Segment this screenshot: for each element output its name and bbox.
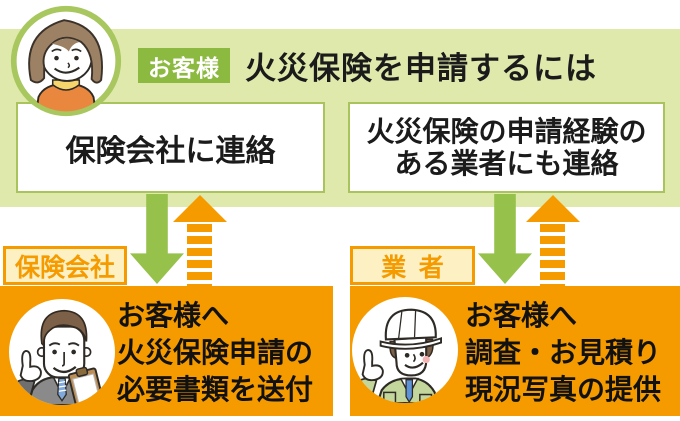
insurer-tag-label: 保険会社 (14, 253, 115, 282)
contractor-panel-line: お客様へ (465, 300, 578, 331)
insurer-panel-text: お客様へ 火災保険申請の 必要書類を送付 (117, 297, 313, 408)
insurer-tag: 保険会社 (3, 246, 127, 285)
contractor-panel-line: 調査・お見積り (465, 337, 662, 368)
insurer-panel-line: 火災保険申請の (117, 337, 314, 368)
businessman-icon (9, 299, 115, 405)
step-box-contact-insurer-label: 保険会社に連絡 (65, 134, 276, 168)
green-down-arrow-icon (478, 194, 532, 284)
customer-tag: お客様 (138, 48, 230, 83)
contractor-tag: 業者 (350, 246, 475, 285)
orange-dashed-up-arrow-shaft (540, 224, 565, 287)
woman-customer-icon (9, 4, 123, 118)
construction-worker-icon (352, 297, 458, 403)
customer-tag-label: お客様 (148, 54, 220, 81)
step-box-contact-contractor: 火災保険の申請経験の ある業者にも連絡 (348, 102, 665, 193)
step-box-contact-insurer: 保険会社に連絡 (16, 102, 325, 193)
orange-dashed-up-arrow-shaft (187, 224, 212, 287)
insurer-panel-line: お客様へ (117, 300, 230, 331)
green-down-arrow-icon (130, 194, 184, 284)
step-box-contact-contractor-line1: 火災保険の申請経験の (366, 115, 647, 147)
page-title: 火災保険を申請するには (245, 50, 597, 86)
contractor-tag-label: 業者 (381, 253, 457, 282)
step-box-contact-contractor-line2: ある業者にも連絡 (394, 147, 619, 179)
insurer-panel-line: 必要書類を送付 (117, 374, 314, 405)
contractor-panel-text: お客様へ 調査・お見積り 現況写真の提供 (465, 297, 661, 408)
contractor-panel-line: 現況写真の提供 (465, 374, 662, 405)
